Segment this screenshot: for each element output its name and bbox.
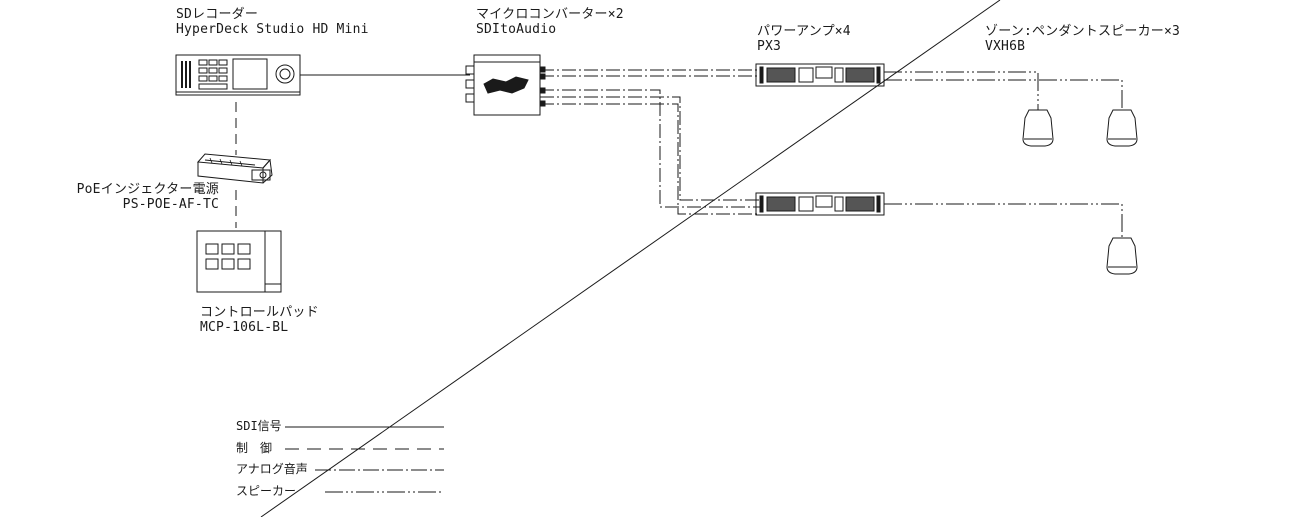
speaker-icon — [1022, 109, 1054, 147]
speaker-label: ゾーン:ペンダントスピーカー×3 VXH6B — [985, 24, 1180, 54]
recorder-model: HyperDeck Studio HD Mini — [176, 22, 369, 37]
diagonal-strike-line — [260, 0, 1001, 518]
speaker-title: ゾーン:ペンダントスピーカー×3 — [985, 24, 1181, 39]
amp-label: パワーアンプ×4 PX3 — [757, 24, 851, 54]
recorder-icon — [175, 54, 301, 96]
pad-title: コントロールパッド — [200, 305, 319, 320]
converter-icon — [465, 54, 546, 116]
poe-title: PoEインジェクター電源 — [76, 182, 219, 197]
legend-label-analog: アナログ音声 — [236, 462, 308, 476]
poe-model: PS-POE-AF-TC — [122, 197, 219, 212]
poe-label: PoEインジェクター電源 PS-POE-AF-TC — [77, 182, 219, 212]
speaker-model: VXH6B — [985, 39, 1026, 54]
control-pad-icon — [196, 230, 282, 293]
amp-title: パワーアンプ×4 — [757, 24, 851, 39]
speaker-icon — [1106, 109, 1138, 147]
amp-icon — [755, 63, 885, 87]
speaker-line-2 — [884, 79, 1123, 110]
pad-label: コントロールパッド MCP-106L-BL — [200, 305, 319, 335]
analog-line-5 — [540, 103, 760, 215]
amp-icon — [755, 192, 885, 216]
converter-label: マイクロコンバーター×2 SDItoAudio — [476, 7, 624, 37]
legend-label-control: 制 御 — [236, 441, 273, 455]
speaker-line-1 — [884, 71, 1039, 110]
analog-line-4 — [540, 96, 760, 201]
converter-model: SDItoAudio — [476, 22, 557, 37]
legend-label-speaker: スピーカー — [236, 484, 297, 498]
recorder-label: SDレコーダー HyperDeck Studio HD Mini — [176, 7, 369, 37]
amp-model: PX3 — [757, 39, 782, 54]
converter-title: マイクロコンバーター×2 — [476, 7, 624, 22]
pad-model: MCP-106L-BL — [200, 320, 289, 335]
poe-injector-icon — [196, 153, 273, 184]
speaker-line-3 — [884, 203, 1123, 238]
speaker-icon — [1106, 237, 1138, 275]
legend-label-sdi: SDI信号 — [236, 419, 282, 433]
analog-line-3 — [540, 89, 760, 208]
recorder-title: SDレコーダー — [176, 7, 259, 22]
